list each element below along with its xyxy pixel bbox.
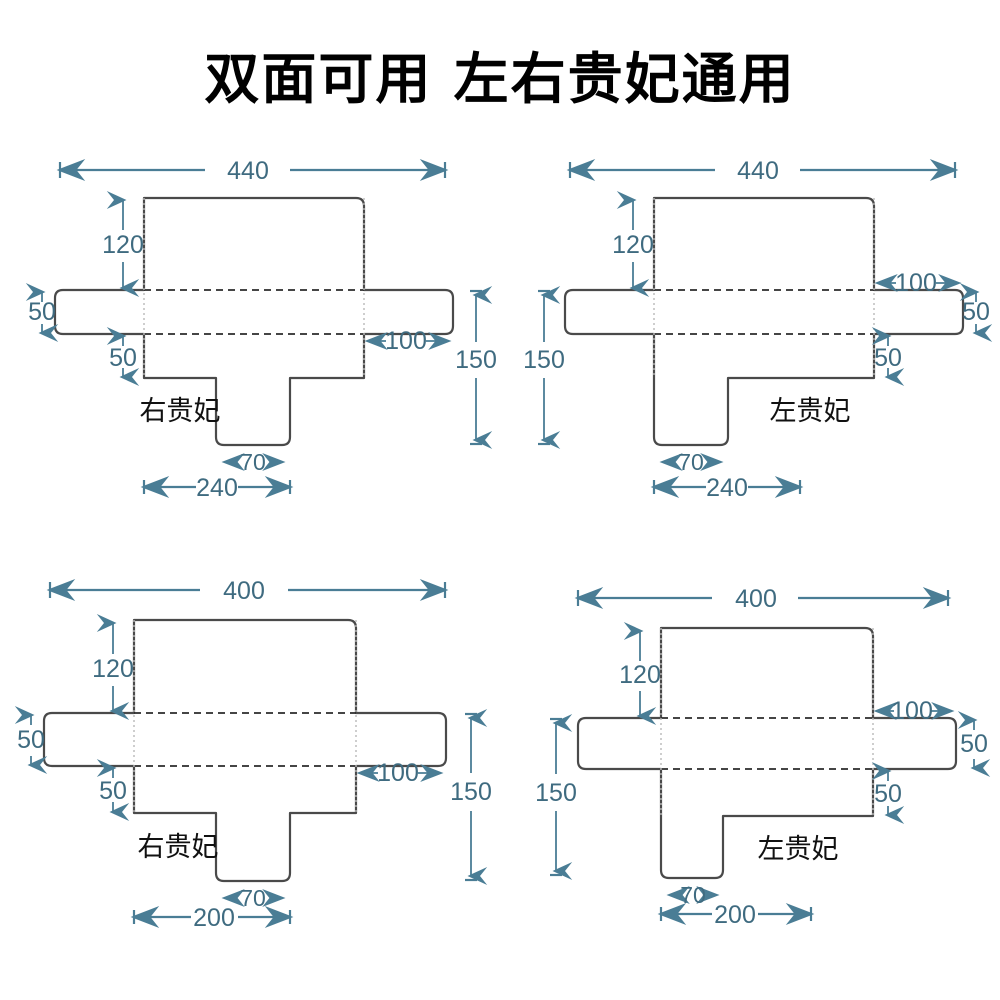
dim-backrest-height: 120 xyxy=(619,661,661,689)
dim-bottom-width: 240 xyxy=(196,474,238,502)
dim-lower-seat: 50 xyxy=(109,344,137,372)
dim-lower-seat: 50 xyxy=(874,780,902,808)
dim-top-width: 440 xyxy=(737,157,779,185)
dim-backrest-height: 120 xyxy=(612,231,654,259)
diagram-bottom-left: 400 120 50 50 100 xyxy=(10,568,500,938)
dim-chaise-width: 70 xyxy=(678,449,704,475)
dim-chaise-width: 70 xyxy=(680,882,706,908)
dim-chaise-width: 70 xyxy=(240,449,266,475)
chaise-side-label: 左贵妃 xyxy=(758,834,839,865)
dim-arm-width: 100 xyxy=(895,269,937,297)
dim-arm-width: 100 xyxy=(385,327,427,355)
chaise-side-label: 左贵妃 xyxy=(770,396,851,427)
chaise-side-label: 右贵妃 xyxy=(138,832,219,863)
dim-lower-seat: 50 xyxy=(874,344,902,372)
dim-side-height: 150 xyxy=(450,778,492,806)
dim-bottom-width: 200 xyxy=(714,901,756,929)
dim-top-width: 440 xyxy=(227,157,269,185)
dim-chaise-width: 70 xyxy=(240,885,266,911)
dim-backrest-height: 120 xyxy=(102,231,144,259)
dim-top-width: 400 xyxy=(735,585,777,613)
dim-bottom-width: 240 xyxy=(706,474,748,502)
dim-side-height: 150 xyxy=(455,346,497,374)
dim-bottom-width: 200 xyxy=(193,904,235,932)
chaise-side-label: 右贵妃 xyxy=(140,396,221,427)
dim-lower-seat: 50 xyxy=(99,777,127,805)
diagram-top-left: 440 120 50 50 100 xyxy=(20,150,500,510)
dim-arm-height: 50 xyxy=(28,298,56,326)
diagram-top-right: 440 120 100 50 50 xyxy=(520,150,1000,510)
dim-top-width: 400 xyxy=(223,577,265,605)
dim-arm-width: 100 xyxy=(377,759,419,787)
dim-arm-width: 100 xyxy=(891,697,933,725)
dim-side-height: 150 xyxy=(523,346,565,374)
dim-arm-height: 50 xyxy=(960,730,988,758)
dim-backrest-height: 120 xyxy=(92,655,134,683)
dim-arm-height: 50 xyxy=(962,298,990,326)
page-title: 双面可用 左右贵妃通用 xyxy=(204,47,796,111)
dim-arm-height: 50 xyxy=(17,726,45,754)
dim-side-height: 150 xyxy=(535,779,577,807)
diagram-bottom-right: 400 120 100 50 50 xyxy=(530,578,1000,938)
